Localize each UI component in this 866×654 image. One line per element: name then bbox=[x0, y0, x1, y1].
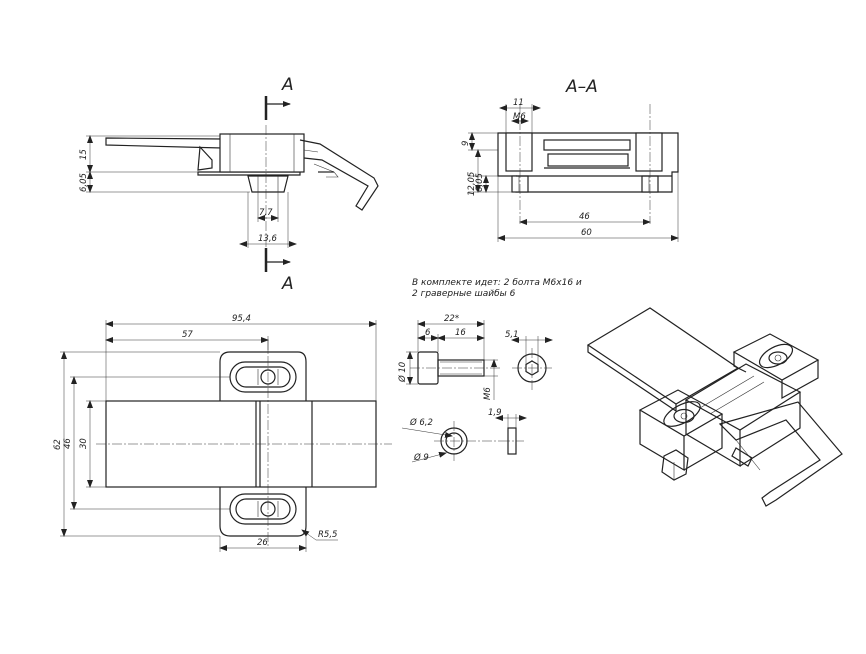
section-marker-bottom: A bbox=[264, 248, 294, 294]
side-view: 15 6,05 7,7 13,6 bbox=[79, 125, 379, 248]
bolt-dim-thread: М6 bbox=[483, 387, 493, 400]
section-dim-base: 6,05 bbox=[475, 173, 485, 192]
bolt-dim-head: 6 bbox=[425, 328, 431, 338]
plan-dim-hole-spacing: 46 bbox=[63, 438, 73, 449]
bolt-dim-total: 22* bbox=[444, 314, 459, 324]
kit-note: В комплекте идет: 2 болта М6х16 и 2 грав… bbox=[412, 278, 582, 299]
section-label-bottom: A bbox=[281, 274, 294, 294]
washer-dim-thickness: 1,9 bbox=[488, 408, 502, 418]
section-view: A–A 11 M6 9 12,05 6, bbox=[461, 77, 679, 242]
plan-dim-ear-width: 26 bbox=[257, 538, 268, 548]
plan-dim-overall-length: 95,4 bbox=[232, 314, 251, 324]
section-label-top: A bbox=[281, 75, 294, 95]
section-dim-mid: 12,05 bbox=[467, 172, 477, 196]
bolt-dim-hex: 5,1 bbox=[505, 330, 519, 340]
section-dim-boss: 11 bbox=[513, 98, 524, 108]
side-dim-nut-length: 13,6 bbox=[258, 234, 278, 244]
plan-dim-overall-width: 62 bbox=[53, 439, 63, 450]
side-dim-base: 6,05 bbox=[79, 173, 89, 192]
side-dim-height: 15 bbox=[79, 149, 89, 160]
plan-view: 95,4 57 62 46 30 26 R5,5 bbox=[53, 314, 392, 552]
isometric-view bbox=[586, 307, 843, 507]
section-dim-top: 9 bbox=[461, 141, 471, 146]
washer-dim-outer: Ø 9 bbox=[413, 452, 429, 463]
bolt-dim-head-diameter: Ø 10 bbox=[397, 362, 408, 383]
section-dim-width: 60 bbox=[581, 228, 592, 238]
plan-dim-hole-offset: 57 bbox=[182, 330, 193, 340]
section-title: A–A bbox=[565, 77, 598, 97]
section-marker-top: A bbox=[264, 75, 294, 120]
section-dim-centers: 46 bbox=[579, 212, 590, 222]
section-dim-thread: M6 bbox=[513, 112, 526, 122]
plan-dim-plate-width: 30 bbox=[79, 438, 89, 449]
kit-note-line2: 2 граверные шайбы 6 bbox=[412, 289, 516, 299]
washer-dim-inner: Ø 6,2 bbox=[409, 417, 433, 428]
bolt-dim-shank: 16 bbox=[455, 328, 466, 338]
washer-view: Ø 6,2 Ø 9 1,9 bbox=[401, 408, 527, 463]
kit-note-line1: В комплекте идет: 2 болта М6х16 и bbox=[412, 278, 582, 288]
bolt-view: 22* 6 16 Ø 10 М6 5,1 bbox=[397, 314, 553, 400]
side-dim-nut-width: 7,7 bbox=[259, 208, 273, 218]
plan-dim-radius: R5,5 bbox=[318, 530, 337, 540]
